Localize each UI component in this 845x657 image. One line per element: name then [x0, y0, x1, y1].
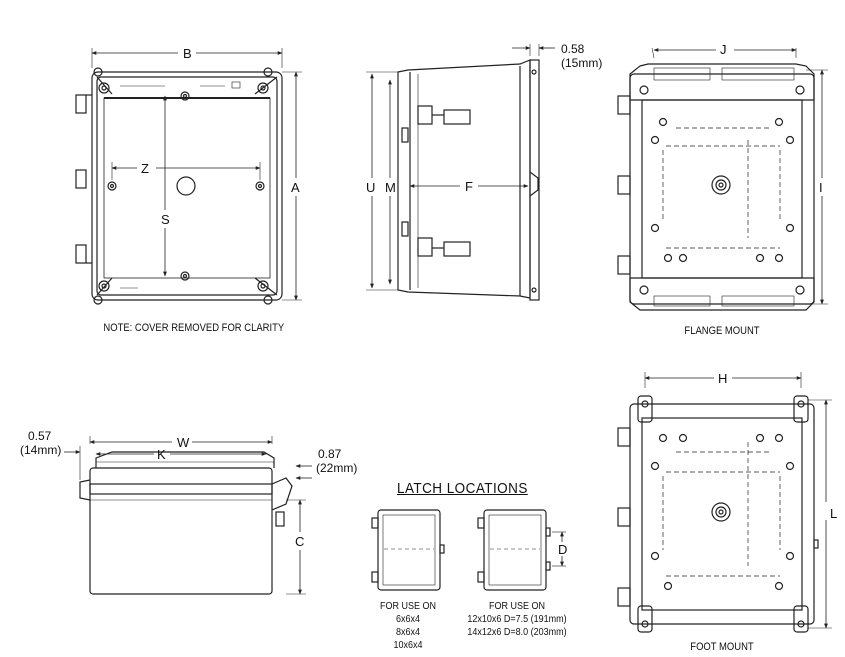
dim-label-u: U	[366, 180, 376, 195]
bottom-side-view	[64, 436, 312, 595]
latch-left-size-1: 6x6x4	[395, 614, 421, 625]
dim-label-k: K	[157, 447, 166, 462]
dim-label-m: M	[385, 180, 396, 195]
latch-left-heading: FOR USE ON	[379, 601, 436, 612]
dim-label-a: A	[291, 180, 300, 195]
right-offset-value: 0.87	[318, 447, 342, 461]
dim-label-d: D	[558, 542, 568, 557]
latch-right-heading: FOR USE ON	[488, 601, 545, 612]
latch-right-size-2: 14x12x6 D=8.0 (203mm)	[467, 627, 567, 638]
flange-offset-value: 0.58	[561, 42, 585, 56]
dim-label-c: C	[295, 534, 305, 549]
dim-label-l: L	[830, 506, 838, 521]
front-view	[75, 48, 302, 305]
right-offset-mm: (22mm)	[316, 461, 358, 475]
dim-label-h: H	[718, 371, 728, 386]
dim-label-f: F	[465, 179, 473, 194]
dim-label-s: S	[161, 212, 170, 227]
left-offset-mm: (14mm)	[20, 443, 62, 457]
foot-mount-view	[617, 372, 832, 633]
latch-left-size-3: 10x6x4	[393, 640, 423, 651]
dim-label-z: Z	[141, 161, 149, 176]
dim-label-i: I	[819, 180, 823, 195]
foot-mount-caption: FOOT MOUNT	[690, 641, 754, 653]
dim-label-b: B	[183, 46, 192, 61]
side-view	[366, 44, 555, 301]
flange-mount-view	[617, 47, 828, 311]
dim-label-j: J	[720, 42, 727, 57]
left-offset-value: 0.57	[28, 429, 52, 443]
flange-mount-caption: FLANGE MOUNT	[684, 325, 760, 337]
dim-label-w: W	[177, 435, 190, 450]
latch-right-size-1: 12x10x6 D=7.5 (191mm)	[467, 614, 567, 625]
latch-left-size-2: 8x6x4	[395, 627, 421, 638]
latch-location-views	[371, 509, 566, 591]
flange-offset-mm: (15mm)	[561, 56, 603, 70]
cover-removed-note: NOTE: COVER REMOVED FOR CLARITY	[103, 322, 285, 334]
latch-locations-title: LATCH LOCATIONS	[397, 480, 528, 497]
